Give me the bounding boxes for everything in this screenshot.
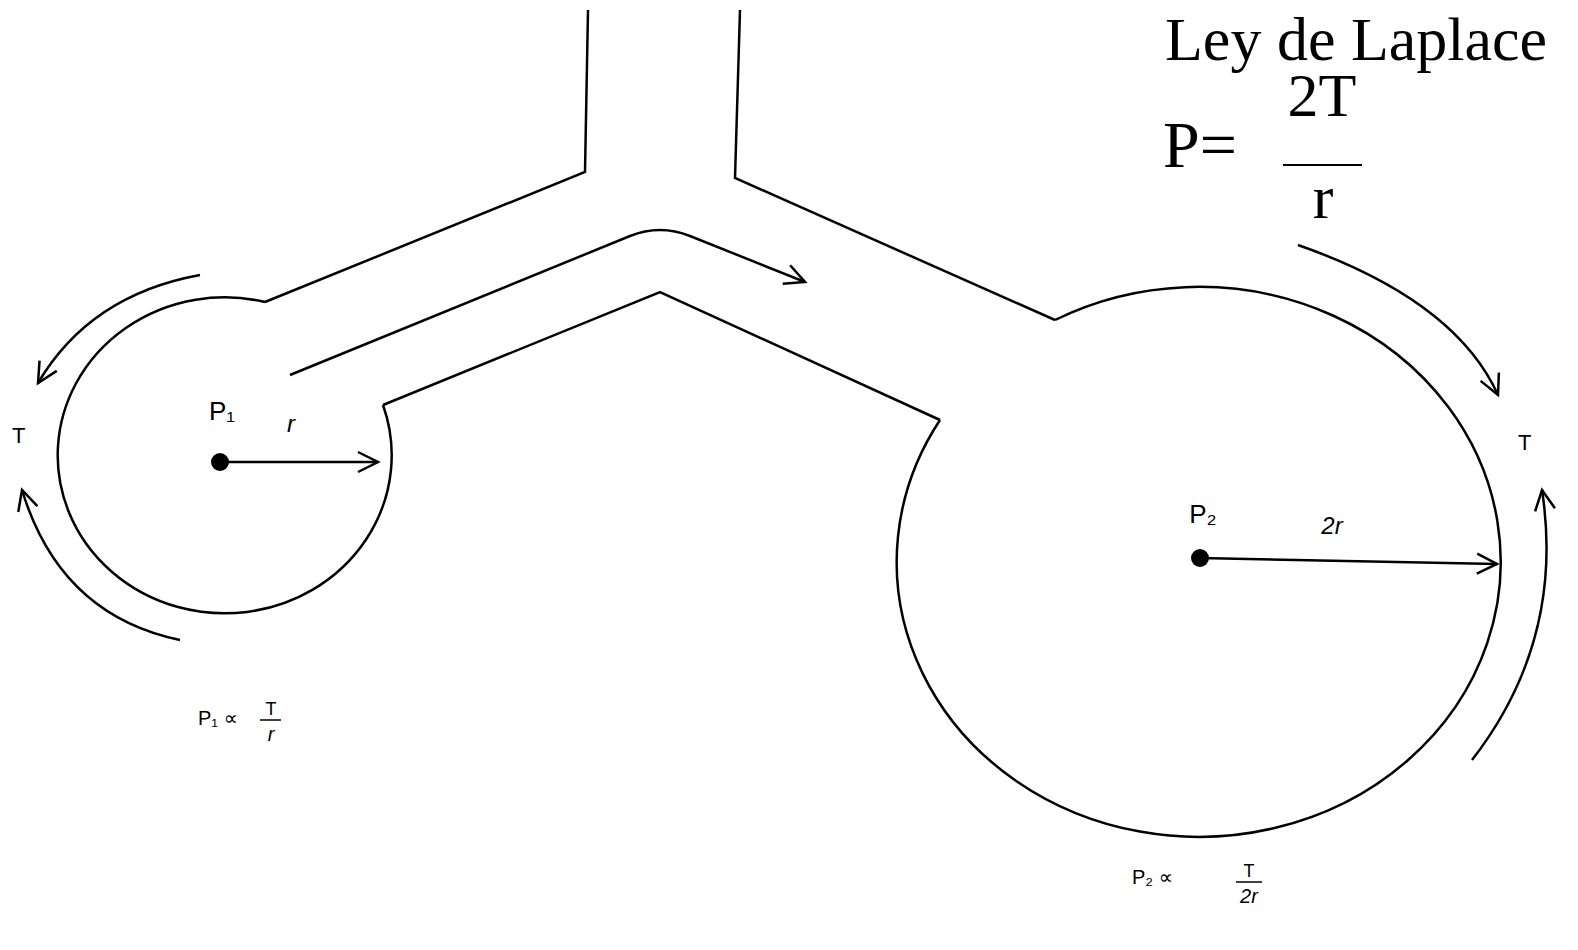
alveolus-outline	[896, 281, 1506, 837]
center-dot	[211, 453, 229, 471]
radius-arrow	[1200, 558, 1497, 564]
title: Ley de Laplace	[1165, 8, 1547, 70]
proportion: T	[266, 700, 277, 718]
radius-label: r	[287, 412, 295, 436]
alveolus-outline	[51, 300, 391, 622]
fraction-bar	[260, 719, 281, 721]
tension-arrow	[38, 275, 200, 383]
flow-arrow	[290, 230, 805, 375]
fraction-bar	[1236, 881, 1262, 883]
tension-arrow	[22, 490, 180, 640]
alveolus-wall	[58, 297, 392, 613]
alveolus-wall	[897, 287, 1501, 837]
proportion: P₁ ∝	[198, 708, 238, 728]
tension-label: T	[1518, 432, 1531, 454]
proportion: T	[1244, 862, 1255, 880]
alveolus: P₁ r	[51, 300, 391, 622]
pressure-label: P₂	[1189, 501, 1216, 527]
formula: P=	[1163, 112, 1237, 178]
tension-arrow	[1472, 490, 1547, 760]
proportion: r	[268, 724, 275, 744]
center-dot	[1191, 549, 1209, 567]
proportion: 2r	[1240, 886, 1258, 906]
radius-arrow	[220, 461, 378, 464]
airway-wall	[383, 292, 940, 420]
tension-label: T	[12, 425, 25, 447]
pressure-label: P₁	[209, 398, 235, 424]
alveolus: P₂ 2r	[896, 281, 1506, 837]
formula: r	[1313, 166, 1334, 228]
proportion: P₂ ∝	[1132, 867, 1173, 887]
airway-wall	[265, 10, 588, 302]
formula: 2T	[1288, 64, 1357, 126]
radius-label: 2r	[1321, 514, 1342, 538]
tension-arrow	[1298, 245, 1498, 395]
